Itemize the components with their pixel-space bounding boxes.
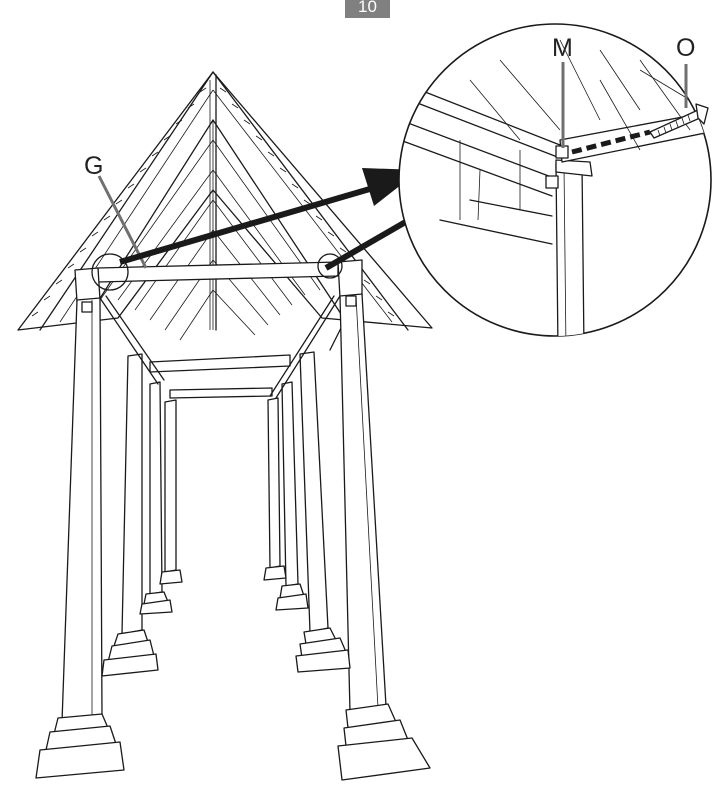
post-middle-left xyxy=(101,353,159,677)
callout-g-leader xyxy=(97,175,148,269)
post-back-left xyxy=(139,381,183,615)
post-middle-right xyxy=(295,351,351,673)
callout-m-label: M xyxy=(552,34,573,62)
step-number-badge: 10 xyxy=(345,0,390,18)
post-back-right xyxy=(263,381,309,611)
detail-zoom xyxy=(398,23,712,337)
callout-g-label: G xyxy=(84,152,104,180)
braces xyxy=(99,295,341,399)
callout-o-label: O xyxy=(676,34,696,62)
post-front-right xyxy=(337,259,431,781)
post-front-left xyxy=(35,267,125,779)
detail-markers xyxy=(91,253,343,291)
screw-icon xyxy=(571,103,709,155)
